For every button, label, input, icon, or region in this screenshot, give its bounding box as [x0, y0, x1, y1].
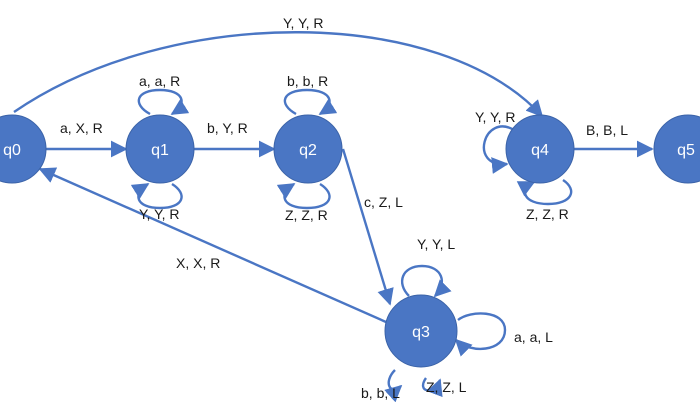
state-q1: q1	[125, 114, 195, 184]
loop-q4-bottom	[516, 179, 573, 206]
loop-q2-top	[283, 88, 338, 116]
edge-q3-q0	[38, 167, 387, 324]
state-q2: q2	[273, 114, 343, 184]
state-q5: q5	[653, 114, 700, 184]
state-q5-label: q5	[677, 142, 695, 159]
label-q3-loop-top: Y, Y, L	[417, 236, 455, 252]
state-q3: q3	[384, 294, 458, 368]
label-q1-q2: b, Y, R	[207, 120, 248, 136]
state-q1-label: q1	[151, 142, 169, 159]
label-q0-q4: Y, Y, R	[283, 15, 323, 31]
label-q4-loop-bottom: Z, Z, R	[526, 206, 569, 222]
state-q4: q4	[505, 114, 575, 184]
state-q4-label: q4	[531, 142, 549, 159]
edge-q2-q3	[341, 148, 394, 306]
loop-q1-top	[137, 88, 190, 116]
state-q0: q0	[0, 114, 47, 184]
label-q2-loop-bottom: Z, Z, R	[285, 207, 328, 223]
loop-q2-bottom	[276, 182, 331, 210]
loop-q3-right	[454, 312, 507, 357]
state-q2-label: q2	[299, 142, 317, 159]
label-q2-loop-top: b, b, R	[287, 73, 328, 89]
label-q1-loop-bottom: Y, Y, R	[139, 206, 179, 222]
label-q3-loop-bottom-right: Z, Z, L	[426, 379, 467, 395]
label-q4-loop-left: Y, Y, R	[475, 109, 515, 125]
label-q3-q0: X, X, R	[176, 255, 220, 271]
loop-q3-top	[400, 264, 452, 298]
loop-q3-bottom-left	[384, 369, 403, 403]
label-q0-q1: a, X, R	[60, 120, 103, 136]
loop-q3-bottom-right	[421, 377, 443, 398]
label-q2-q3: c, Z, L	[364, 194, 403, 210]
label-q4-q5: B, B, L	[586, 122, 628, 138]
label-q3-loop-bottom-left: b, b, L	[361, 385, 400, 401]
edge-q0-q4	[13, 31, 544, 118]
loop-q4-left	[482, 125, 515, 174]
loop-q1-bottom	[130, 182, 183, 210]
state-q3-label: q3	[412, 324, 430, 341]
label-q1-loop-top: a, a, R	[139, 73, 180, 89]
label-q3-loop-right: a, a, L	[514, 329, 553, 345]
state-q0-label: q0	[3, 142, 21, 159]
